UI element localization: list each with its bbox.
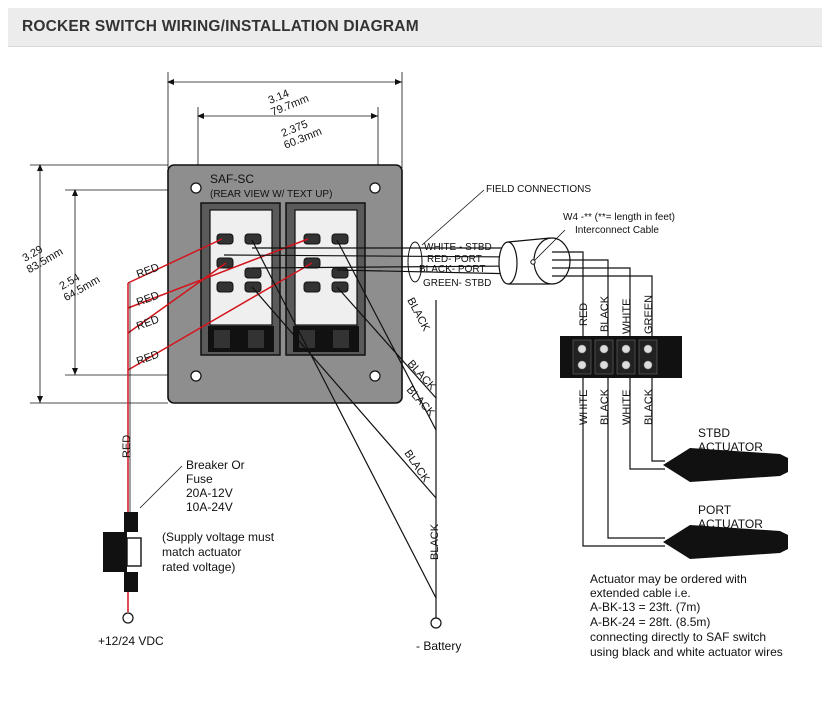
svg-text:RED: RED — [578, 303, 590, 326]
svg-text:BLACK: BLACK — [402, 448, 432, 485]
red-wire-labels: RED RED RED RED RED — [121, 262, 161, 458]
panel-view-note: (REAR VIEW W/ TEXT UP) — [210, 189, 332, 200]
supply-label: +12/24 VDC — [98, 634, 164, 648]
switch-panel: SAF-SC (REAR VIEW W/ TEXT UP) — [167, 164, 403, 404]
breaker-label-4: 10A-24V — [186, 500, 233, 514]
svg-text:connecting directly to SAF swi: connecting directly to SAF switch — [590, 630, 766, 644]
supply-note-3: rated voltage) — [162, 560, 235, 574]
rocker-switch-right — [285, 202, 366, 356]
breaker-label-1: Breaker Or — [186, 458, 245, 472]
svg-text:WHITE: WHITE — [621, 390, 633, 425]
svg-text:BLACK: BLACK — [429, 523, 441, 560]
svg-text:BLACK: BLACK — [404, 296, 432, 334]
cable-label-1: W4 -** (**= length in feet) — [563, 212, 675, 223]
red-supply-wires — [127, 238, 313, 512]
svg-text:using black and white actuator: using black and white actuator wires — [590, 645, 783, 659]
terminal-block-output-labels: WHITE BLACK WHITE BLACK — [578, 388, 655, 425]
mount-hole — [190, 182, 202, 194]
stbd-actuator-label-2: ACTUATOR — [698, 440, 763, 454]
field-connections-group — [407, 241, 423, 283]
field-wires — [223, 247, 521, 275]
terminal-block-input-labels: RED BLACK WHITE GREEN — [578, 295, 655, 334]
header-bar: ROCKER SWITCH WIRING/INSTALLATION DIAGRA… — [8, 8, 822, 47]
panel-model-label: SAF-SC — [210, 172, 254, 186]
actuator-wires — [582, 378, 665, 547]
svg-text:Actuator may be ordered with: Actuator may be ordered with — [590, 572, 747, 586]
dimension-lines — [30, 72, 403, 404]
breaker-fuse — [103, 512, 142, 592]
svg-text:A-BK-13 = 23ft. (7m): A-BK-13 = 23ft. (7m) — [590, 600, 700, 614]
label-red-port: RED- PORT — [427, 254, 482, 265]
port-actuator-label-1: PORT — [698, 503, 732, 517]
svg-text:RED: RED — [135, 290, 161, 309]
svg-text:BLACK: BLACK — [643, 388, 655, 425]
black-wires — [251, 239, 437, 618]
battery-terminal — [430, 617, 442, 629]
label-black-port: BLACK- PORT — [419, 264, 486, 275]
breaker-label-2: Fuse — [186, 472, 213, 486]
label-green-stbd: GREEN- STBD — [423, 278, 491, 289]
field-connections-label: FIELD CONNECTIONS — [486, 184, 591, 195]
svg-text:GREEN: GREEN — [643, 295, 655, 334]
mount-hole — [369, 182, 381, 194]
mount-hole — [190, 370, 202, 382]
terminal-block — [560, 336, 682, 378]
rocker-switch-left — [200, 202, 281, 356]
svg-text:WHITE: WHITE — [578, 390, 590, 425]
svg-text:RED: RED — [135, 262, 161, 281]
port-actuator — [663, 525, 788, 559]
cable-label-2: Interconnect Cable — [575, 225, 659, 236]
cable-out-wires — [552, 251, 653, 336]
svg-text:RED: RED — [121, 435, 133, 458]
supply-note-1: (Supply voltage must — [162, 530, 275, 544]
svg-text:BLACK: BLACK — [599, 388, 611, 425]
supply-note-2: match actuator — [162, 545, 241, 559]
label-white-stbd: WHITE - STBD — [424, 242, 492, 253]
mount-hole — [369, 370, 381, 382]
svg-text:WHITE: WHITE — [621, 299, 633, 334]
svg-text:extended cable i.e.: extended cable i.e. — [590, 586, 691, 600]
port-actuator-label-2: ACTUATOR — [698, 517, 763, 531]
svg-text:RED: RED — [135, 349, 161, 368]
stbd-actuator-label-1: STBD — [698, 426, 730, 440]
actuator-notes: Actuator may be ordered with extended ca… — [590, 572, 783, 659]
svg-text:RED: RED — [135, 314, 161, 333]
battery-label: - Battery — [416, 639, 461, 653]
supply-terminal — [122, 612, 134, 624]
svg-text:A-BK-24 = 28ft. (8.5m): A-BK-24 = 28ft. (8.5m) — [590, 615, 710, 629]
svg-text:BLACK: BLACK — [599, 295, 611, 332]
page-title: ROCKER SWITCH WIRING/INSTALLATION DIAGRA… — [22, 18, 419, 35]
stbd-actuator — [663, 448, 788, 482]
interconnect-cable — [498, 237, 571, 285]
breaker-label-3: 20A-12V — [186, 486, 233, 500]
